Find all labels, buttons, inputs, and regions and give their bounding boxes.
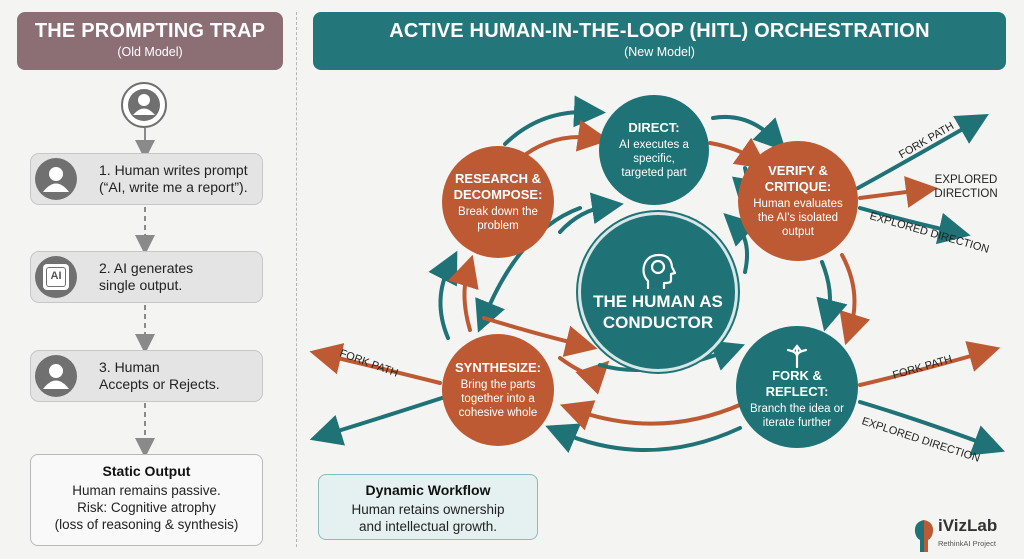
old-step-2-line1: 2. AI generates [99, 259, 194, 276]
user-icon [128, 89, 160, 121]
user-icon [35, 355, 77, 397]
static-output-line-1: Human remains passive. [72, 483, 221, 498]
old-step-1-line2: (“AI, write me a report”). [99, 178, 248, 195]
new-model-title: ACTIVE HUMAN-IN-THE-LOOP (HITL) ORCHESTR… [389, 20, 930, 42]
new-model-banner: ACTIVE HUMAN-IN-THE-LOOP (HITL) ORCHESTR… [313, 12, 1006, 70]
node-verify-critique: VERIFY & CRITIQUE: Human evaluates the A… [738, 141, 858, 261]
dynamic-workflow-heading: Dynamic Workflow [365, 482, 491, 498]
ivizlab-logo: iVizLab RethinkAI Project [912, 516, 1020, 556]
old-step-1-line1: 1. Human writes prompt [99, 161, 248, 178]
old-step-2-line2: single output. [99, 276, 183, 293]
user-icon [35, 158, 77, 200]
new-model-subtitle: (New Model) [624, 45, 695, 59]
static-output-line-2: Risk: Cognitive atrophy [77, 500, 216, 515]
node-synthesize: SYNTHESIZE: Bring the parts together int… [442, 334, 554, 446]
old-model-banner: THE PROMPTING TRAP (Old Model) [17, 12, 283, 70]
node-fork-reflect: FORK & REFLECT: Branch the idea or itera… [736, 326, 858, 448]
dynamic-workflow-line-2: and intellectual growth. [358, 519, 498, 534]
dynamic-workflow-line-1: Human retains ownership [351, 502, 505, 517]
logo-mark-icon [914, 520, 934, 552]
old-step-3: 3. Human Accepts or Rejects. [30, 350, 263, 402]
brand-tagline: RethinkAI Project [938, 539, 996, 548]
human-avatar [121, 82, 167, 128]
old-step-1: 1. Human writes prompt (“AI, write me a … [30, 153, 263, 205]
old-step-3-line1: 3. Human [99, 358, 160, 375]
ai-chip-icon: AI [35, 256, 77, 298]
head-brain-icon [642, 253, 677, 289]
old-step-3-line2: Accepts or Rejects. [99, 375, 220, 392]
old-model-title: THE PROMPTING TRAP [34, 20, 266, 42]
verify-explored-direction-label-1: EXPLORED DIRECTION [934, 174, 998, 200]
static-output-line-3: (loss of reasoning & synthesis) [54, 517, 239, 532]
panel-divider [296, 12, 297, 547]
static-output-heading: Static Output [102, 463, 191, 479]
node-human-conductor: THE HUMAN AS CONDUCTOR [578, 212, 738, 372]
node-direct-title: DIRECT: [628, 120, 680, 135]
static-output-box: Static Output Human remains passive. Ris… [30, 454, 263, 546]
node-direct: DIRECT: AI executes a specific, targeted… [599, 95, 709, 205]
node-research-decompose: RESEARCH & DECOMPOSE: Break down the pro… [442, 146, 554, 258]
old-step-2: AI 2. AI generates single output. [30, 251, 263, 303]
old-model-subtitle: (Old Model) [117, 45, 183, 59]
old-model-connectors [135, 128, 155, 458]
fork-arrows-icon [786, 344, 808, 368]
dynamic-workflow-box: Dynamic Workflow Human retains ownership… [318, 474, 538, 540]
brand-name: iVizLab [938, 516, 998, 535]
